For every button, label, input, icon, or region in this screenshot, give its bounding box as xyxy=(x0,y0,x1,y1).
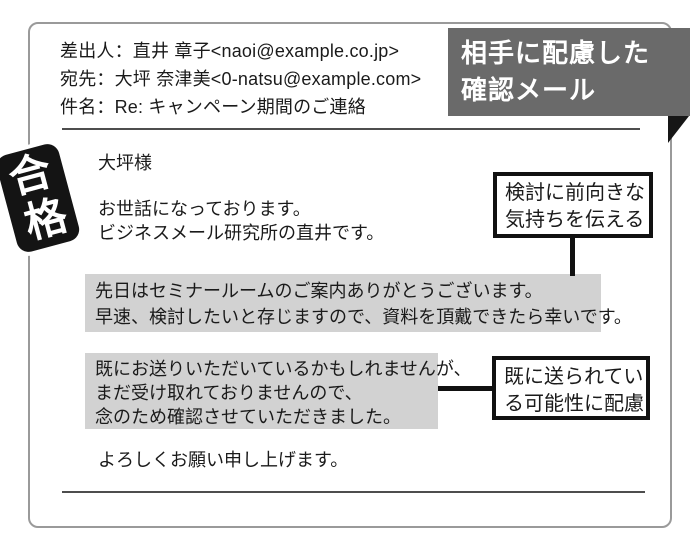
callout2-line2: る可能性に配慮 xyxy=(504,393,644,415)
email-greeting: 大坪様 xyxy=(98,153,152,173)
title-badge-line1: 相手に配慮した xyxy=(461,39,651,68)
highlight1-line2: 早速、検討したいと存じますので、資料を頂戴できたら幸いです。 xyxy=(95,307,632,327)
email-header: 差出人：直井 章子<naoi@example.co.jp> 宛先：大坪 奈津美<… xyxy=(60,37,480,121)
callout1-connector-line xyxy=(570,236,575,276)
title-badge: 相手に配慮した 確認メール xyxy=(448,28,690,116)
highlight2-line2: まだ受け取れておりませんので、 xyxy=(95,383,363,403)
email-intro-line2: ビジネスメール研究所の直井です。 xyxy=(98,223,385,243)
callout2-line1: 既に送られてい xyxy=(504,366,644,388)
highlight2-line3: 念のため確認させていただきました。 xyxy=(95,407,401,427)
header-divider xyxy=(62,128,640,130)
highlight1-line1: 先日はセミナールームのご案内ありがとうございます。 xyxy=(95,281,543,301)
callout2-connector-line xyxy=(438,386,492,391)
callout-box-2: 既に送られてい る可能性に配慮 xyxy=(492,356,650,420)
highlight2-line1: 既にお送りいただいているかもしれませんが、 xyxy=(95,359,472,379)
email-header-to: 宛先：大坪 奈津美<0-natsu@example.com> xyxy=(60,69,422,89)
highlighted-passage-1: 先日はセミナールームのご案内ありがとうございます。 早速、検討したいと存じますの… xyxy=(85,274,632,332)
footer-divider xyxy=(62,491,645,493)
badge-fold-corner xyxy=(668,116,689,143)
title-badge-line2: 確認メール xyxy=(461,76,597,105)
highlighted-passage-2: 既にお送りいただいているかもしれませんが、 まだ受け取れておりませんので、 念の… xyxy=(85,353,472,429)
email-header-from: 差出人：直井 章子<naoi@example.co.jp> xyxy=(60,41,400,61)
callout1-line1: 検討に前向きな xyxy=(505,182,645,204)
email-header-subject: 件名：Re: キャンペーン期間のご連絡 xyxy=(60,97,366,117)
email-intro: お世話になっております。 ビジネスメール研究所の直井です。 xyxy=(98,197,384,245)
callout1-line2: 気持ちを伝える xyxy=(505,209,645,231)
callout-box-1: 検討に前向きな 気持ちを伝える xyxy=(493,172,653,238)
email-intro-line1: お世話になっております。 xyxy=(98,199,311,219)
email-closing: よろしくお願い申し上げます。 xyxy=(98,450,349,470)
